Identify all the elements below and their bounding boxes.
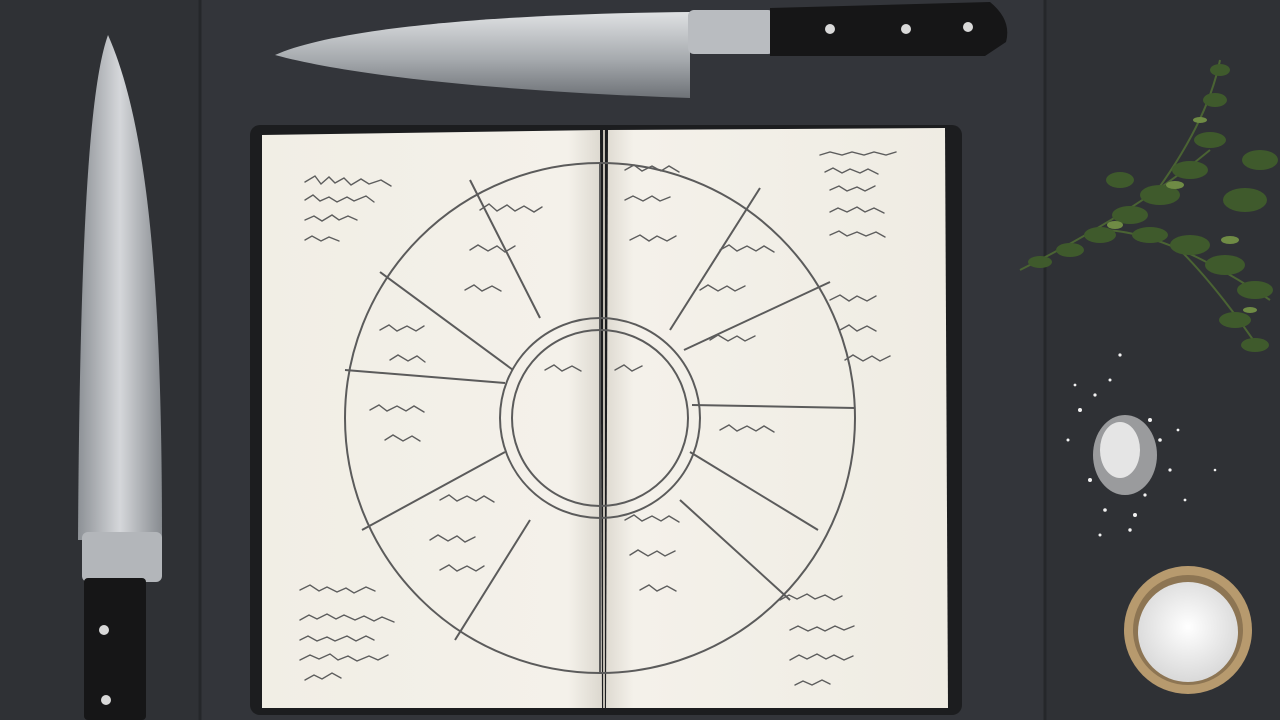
- notebook-icon: [250, 125, 962, 715]
- salt-bowl-icon: [1124, 566, 1252, 694]
- herb-sprig-icon: [1019, 59, 1278, 352]
- chef-knife-icon: [275, 2, 1008, 98]
- salt-pile-icon: [1066, 353, 1217, 537]
- slicing-knife-icon: [78, 35, 162, 720]
